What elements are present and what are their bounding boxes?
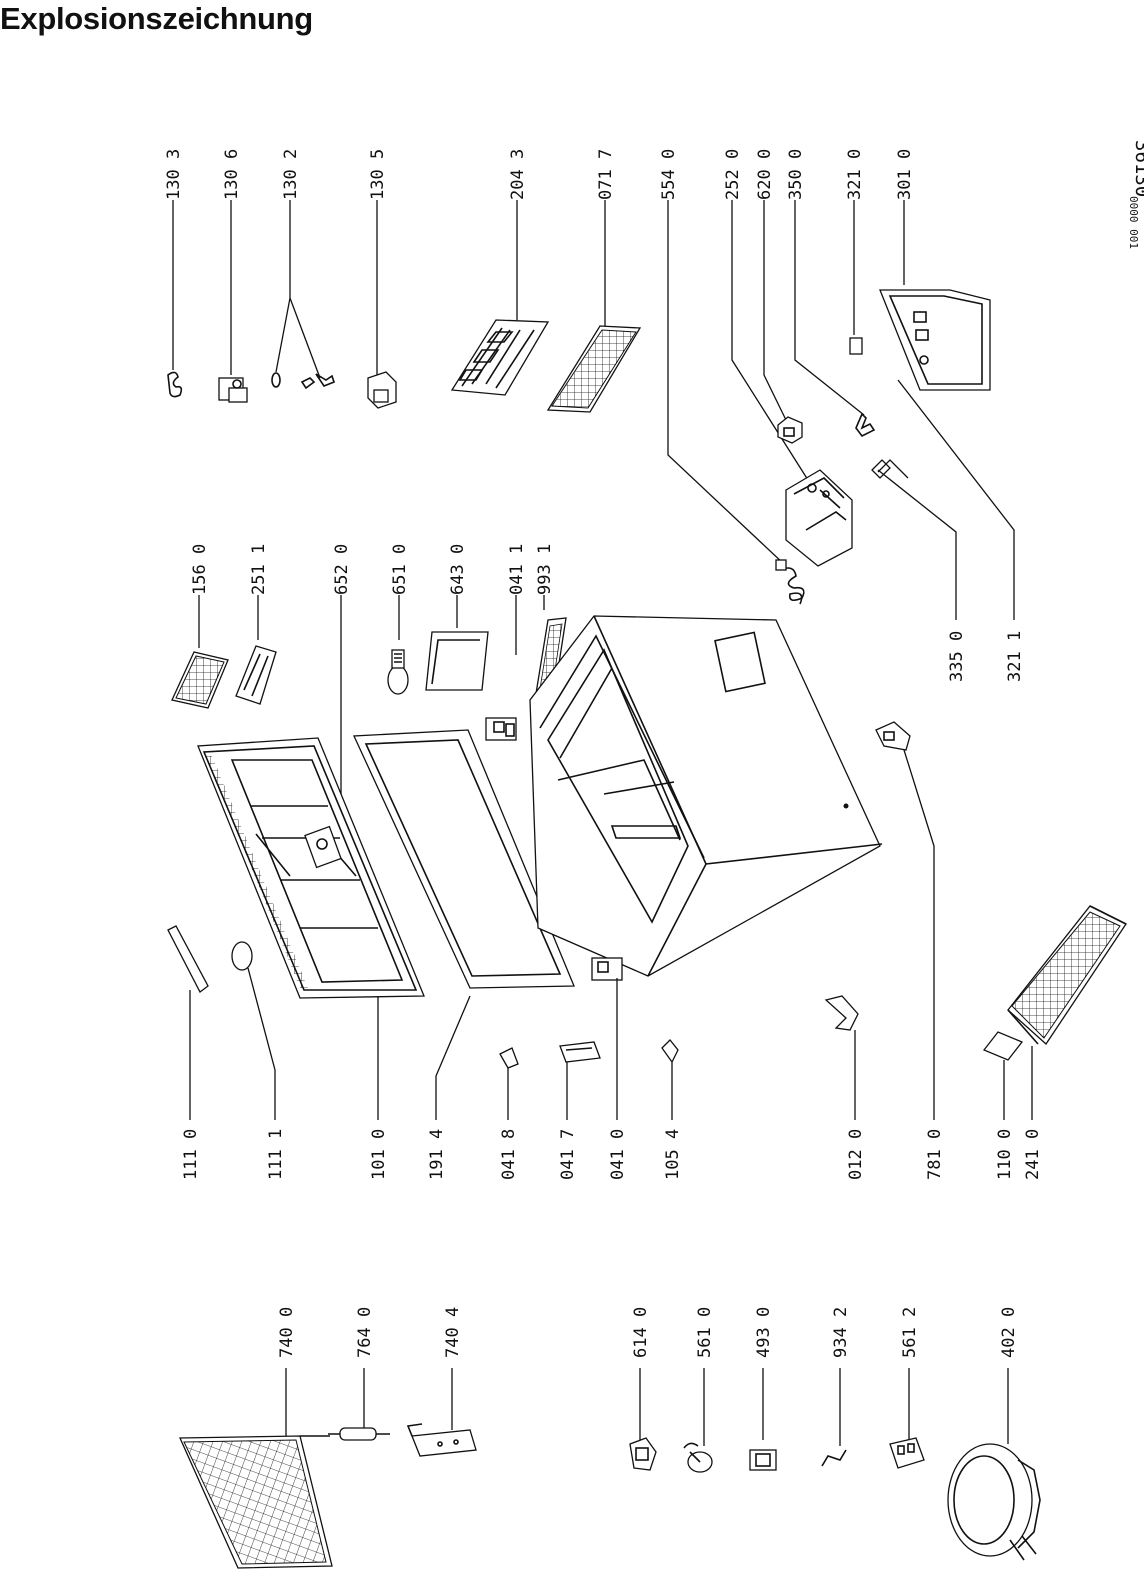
cabinet-body (529, 615, 883, 977)
start-relay-part-614-0 (629, 1437, 657, 1471)
hinge-part-041-7 (559, 1041, 601, 1063)
wire-clip-part-934-2 (821, 1449, 847, 1467)
top-labels: 130 3 130 6 130 2 130 5 204 3 071 7 554 … (164, 149, 915, 200)
label-321-1: 321 1 (1005, 631, 1025, 682)
label-105-4: 105 4 (663, 1129, 683, 1180)
label-620-0: 620 0 (755, 149, 775, 200)
label-740-4: 740 4 (443, 1307, 463, 1358)
hinge-part-041-1 (485, 717, 517, 741)
label-764-0: 764 0 (355, 1307, 375, 1358)
lid-switch-part-652-0 (304, 825, 342, 869)
clip-part-105-4 (661, 1039, 679, 1064)
label-041-0: 041 0 (608, 1129, 628, 1180)
handle-part-251-1 (235, 645, 277, 705)
label-071-7: 071 7 (596, 149, 616, 200)
screws-part-130-2 (271, 372, 335, 390)
shelf-part-204-3 (450, 319, 550, 396)
label-493-0: 493 0 (754, 1307, 774, 1358)
label-252-0: 252 0 (723, 149, 743, 200)
bracket-part-012-0 (824, 995, 859, 1031)
label-561-0: 561 0 (695, 1307, 715, 1358)
lower-labels: 740 0 764 0 740 4 614 0 561 0 493 0 934 … (277, 1307, 1019, 1358)
label-301-0: 301 0 (895, 149, 915, 200)
lower-parts (179, 1423, 1041, 1569)
label-350-0: 350 0 (786, 149, 806, 200)
label-111-0: 111 0 (181, 1129, 201, 1180)
wire-grid-part-071-7 (546, 325, 642, 413)
hinge-part-041-8 (499, 1047, 519, 1069)
label-561-2: 561 2 (900, 1307, 920, 1358)
label-651-0: 651 0 (390, 544, 410, 595)
cap-part-111-1 (231, 941, 253, 971)
spring-sensor-part-554-0 (775, 559, 805, 605)
label-012-0: 012 0 (846, 1129, 866, 1180)
top-parts (167, 289, 991, 605)
gasket-part-191-4 (353, 729, 575, 989)
control-panel-part-301-0 (879, 289, 991, 391)
label-402-0: 402 0 (999, 1307, 1019, 1358)
bracket-part-781-0 (875, 721, 911, 751)
drawing-code: 0000 001 (1127, 196, 1140, 249)
middle-labels: 156 0 251 1 652 0 651 0 643 0 041 1 993 … (190, 544, 1025, 682)
lower-leader-lines (285, 1368, 1009, 1446)
terminal-block-part-561-2 (889, 1437, 925, 1469)
label-101-0: 101 0 (369, 1129, 389, 1180)
clip-part-130-3 (167, 371, 183, 398)
label-241-0: 241 0 (1023, 1129, 1043, 1180)
page-title: Explosionszeichnung (0, 1, 313, 36)
label-130-6: 130 6 (222, 149, 242, 200)
capacitor-part-493-0 (749, 1449, 777, 1471)
label-251-1: 251 1 (249, 544, 269, 595)
label-993-1: 993 1 (535, 544, 555, 595)
lid-part-101-0 (197, 737, 425, 999)
lamp-part-651-0 (387, 649, 409, 695)
label-934-2: 934 2 (831, 1307, 851, 1358)
lamp-cover-part-643-0 (425, 631, 489, 691)
label-191-4: 191 4 (427, 1129, 447, 1180)
basket-part-241-0 (1007, 905, 1127, 1045)
knob-part-335-0 (871, 459, 909, 479)
filter-dryer-part-764-0 (328, 1427, 390, 1441)
handle-part-110-0 (982, 1031, 1024, 1061)
relay-part-620-0 (777, 416, 803, 444)
label-156-0: 156 0 (190, 544, 210, 595)
label-110-0: 110 0 (995, 1129, 1015, 1180)
label-041-8: 041 8 (499, 1129, 519, 1180)
bottom-labels: 111 0 111 1 101 0 191 4 041 8 041 7 041 … (181, 1129, 1043, 1180)
label-130-5: 130 5 (368, 149, 388, 200)
label-130-3: 130 3 (164, 149, 184, 200)
compressor-part-402-0 (947, 1443, 1041, 1561)
label-041-7: 041 7 (558, 1129, 578, 1180)
condenser-coil-part-740-0 (179, 1435, 333, 1569)
label-554-0: 554 0 (659, 149, 679, 200)
clip-part-350-0 (855, 412, 876, 438)
label-041-1: 041 1 (507, 544, 527, 595)
drawing-number: 36130 (1131, 140, 1144, 197)
label-130-2: 130 2 (281, 149, 301, 200)
mounting-bracket-part-740-4 (406, 1423, 477, 1457)
label-204-3: 204 3 (508, 149, 528, 200)
label-781-0: 781 0 (925, 1129, 945, 1180)
label-652-0: 652 0 (332, 544, 352, 595)
handle-strip-part-111-0 (167, 925, 209, 993)
label-740-0: 740 0 (277, 1307, 297, 1358)
label-643-0: 643 0 (448, 544, 468, 595)
bracket-part-130-6 (218, 377, 248, 403)
bracket-part-130-5 (367, 371, 397, 409)
ice-tray-part-156-0 (171, 651, 229, 709)
bottom-leader-lines (189, 749, 1033, 1120)
overload-protector-part-561-0 (683, 1442, 713, 1473)
label-321-0: 321 0 (845, 149, 865, 200)
thermostat-housing-part-252-0 (785, 469, 853, 567)
label-614-0: 614 0 (631, 1307, 651, 1358)
middle-parts (171, 617, 567, 741)
label-335-0: 335 0 (947, 631, 967, 682)
connector-part-321-0 (849, 337, 863, 355)
label-111-1: 111 1 (266, 1129, 286, 1180)
hinge-part-041-0 (591, 957, 623, 981)
top-leader-lines (172, 200, 905, 566)
